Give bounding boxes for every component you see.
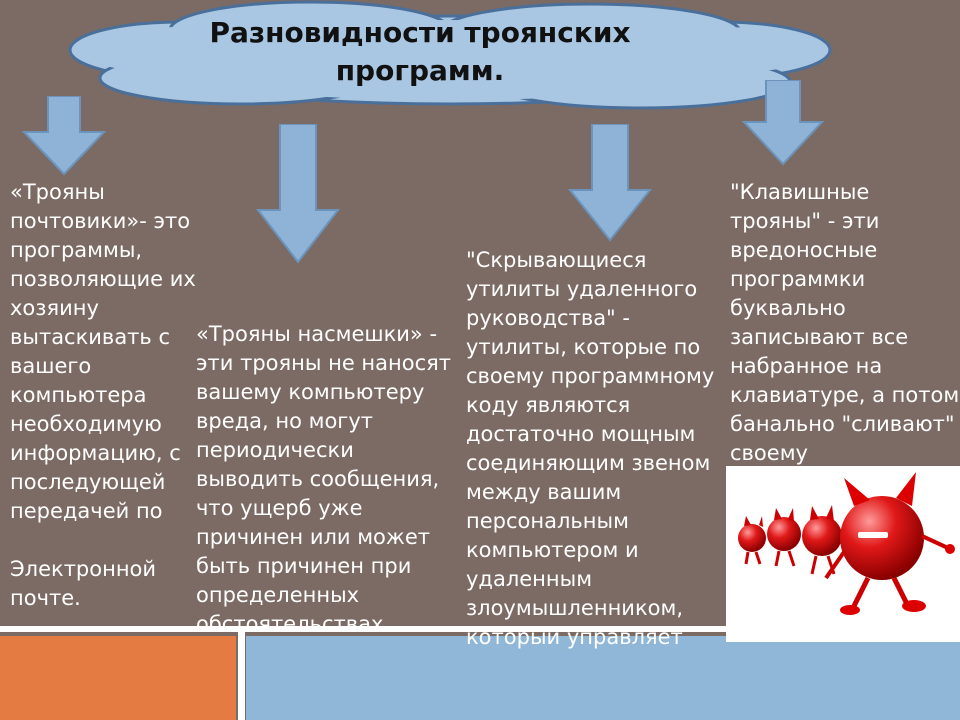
red-devil-balls-illustration [726, 466, 960, 642]
down-arrow-icon [22, 96, 106, 176]
column-remote-admin-trojans: "Скрывающиеся утилиты удаленного руковод… [466, 248, 715, 649]
footer-bar-blue [246, 636, 960, 720]
column-prank-trojans: «Трояны насмешки» - эти трояны не нанося… [196, 322, 452, 636]
page-title: Разновидности троянских программ. [209, 16, 631, 87]
down-arrow-icon [568, 124, 652, 242]
footer-bar-orange [0, 636, 236, 720]
footer-divider [0, 626, 960, 632]
down-arrow-icon [742, 80, 824, 166]
column-mail-trojans: «Трояны почтовики»- это программы, позво… [10, 180, 196, 610]
column-keylogger-trojans: "Клавишные трояны" - эти вредоносные про… [730, 180, 960, 465]
down-arrow-icon [256, 124, 340, 264]
title-cloud [68, 0, 832, 110]
footer-bar-gap [238, 632, 245, 720]
